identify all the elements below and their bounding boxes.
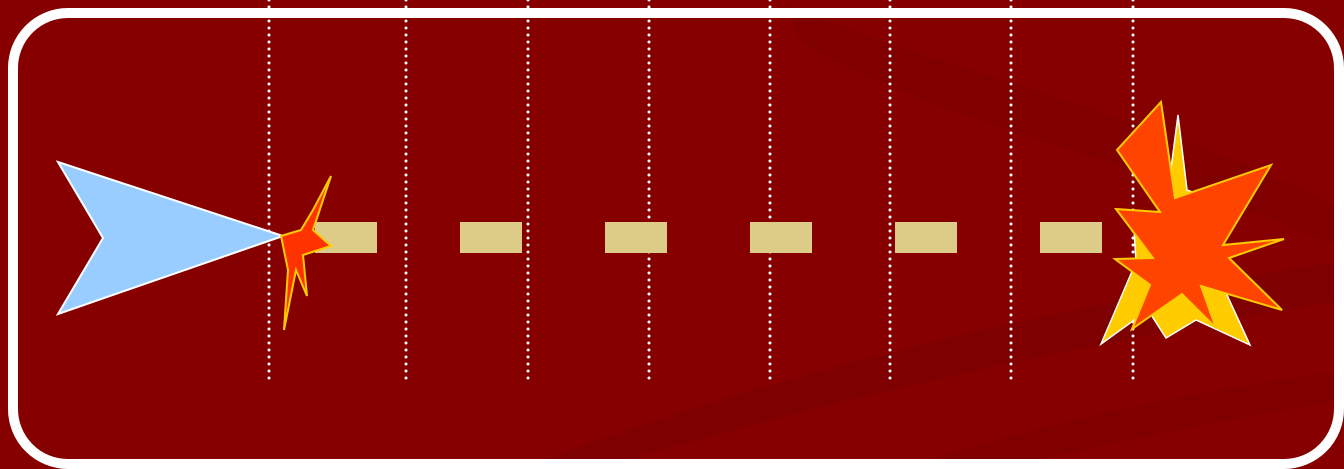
diagram-frame — [8, 8, 1344, 469]
arrowhead-icon — [55, 160, 287, 316]
swoosh-upper — [780, 0, 1344, 250]
dash-segment — [750, 222, 812, 253]
dash-segment — [1040, 222, 1102, 253]
dotted-dividers — [267, 0, 1135, 386]
dashed-segments — [315, 222, 1102, 253]
explosion-front-layer — [1112, 99, 1285, 332]
explosion-burst-icon — [1099, 99, 1285, 347]
swoosh-bottom — [900, 370, 1344, 469]
dash-segment — [460, 222, 522, 253]
small-spark-icon — [279, 175, 333, 331]
dash-segment — [605, 222, 667, 253]
dash-segment — [895, 222, 957, 253]
